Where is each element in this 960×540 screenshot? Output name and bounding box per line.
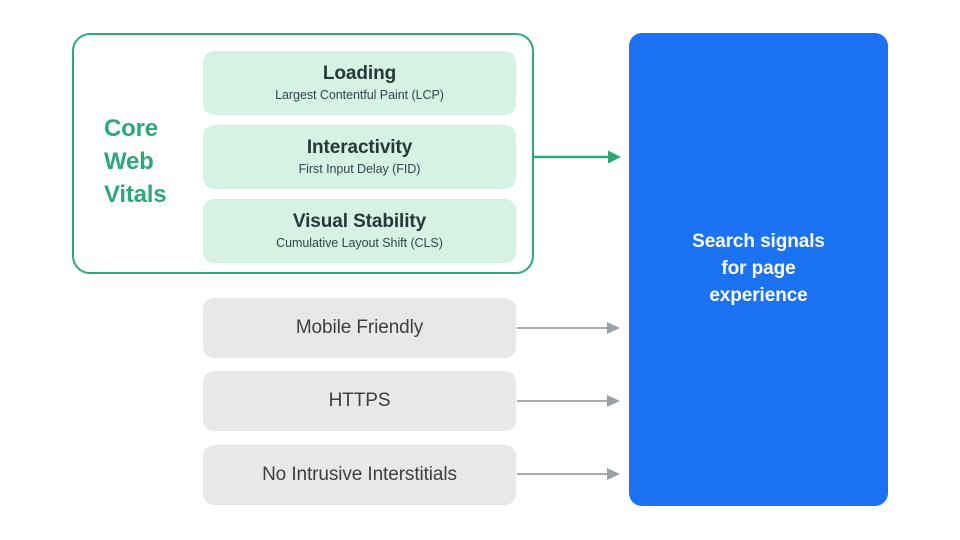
search-signals-box[interactable]: Search signals for page experience: [629, 33, 888, 506]
signal-card-mobile-friendly-label: Mobile Friendly: [295, 317, 424, 338]
core-web-vitals-container: [72, 33, 534, 274]
signal-card-https-label: HTTPS: [328, 390, 391, 411]
search-signals-line-2: for page: [721, 258, 796, 280]
signal-card-no-intrusive-interstitials[interactable]: No Intrusive Interstitials: [203, 445, 516, 505]
signal-card-mobile-friendly[interactable]: Mobile Friendly: [203, 298, 516, 358]
core-web-vitals-label-line-1: Core: [104, 115, 158, 142]
core-web-vitals-label: Core Web Vitals: [104, 112, 196, 211]
vital-card-interactivity-title: Interactivity: [306, 137, 413, 159]
vital-card-loading-title: Loading: [322, 63, 397, 85]
mobile-friendly-arrow-icon: [517, 322, 620, 334]
signal-card-https[interactable]: HTTPS: [203, 371, 516, 431]
vital-card-interactivity[interactable]: Interactivity First Input Delay (FID): [203, 125, 516, 189]
search-signals-line-1: Search signals: [692, 231, 825, 253]
search-signals-line-3: experience: [709, 284, 808, 306]
vital-card-visual-stability-subtitle: Cumulative Layout Shift (CLS): [276, 235, 443, 250]
https-arrow-icon: [517, 395, 620, 407]
vital-card-interactivity-subtitle: First Input Delay (FID): [298, 161, 421, 176]
search-signals-text: Search signals for page experience: [692, 229, 825, 310]
core-web-vitals-label-line-3: Vitals: [104, 181, 167, 209]
vital-card-visual-stability[interactable]: Visual Stability Cumulative Layout Shift…: [203, 199, 516, 263]
vital-card-visual-stability-title: Visual Stability: [292, 211, 427, 233]
core-web-vitals-arrow-icon: [534, 150, 621, 164]
core-web-vitals-label-line-2: Web: [104, 148, 154, 176]
no-intrusive-interstitials-arrow-icon: [517, 468, 620, 480]
signal-card-no-intrusive-interstitials-label: No Intrusive Interstitials: [262, 464, 457, 485]
vital-card-loading-subtitle: Largest Contentful Paint (LCP): [275, 87, 444, 102]
vital-card-loading[interactable]: Loading Largest Contentful Paint (LCP): [203, 51, 516, 115]
